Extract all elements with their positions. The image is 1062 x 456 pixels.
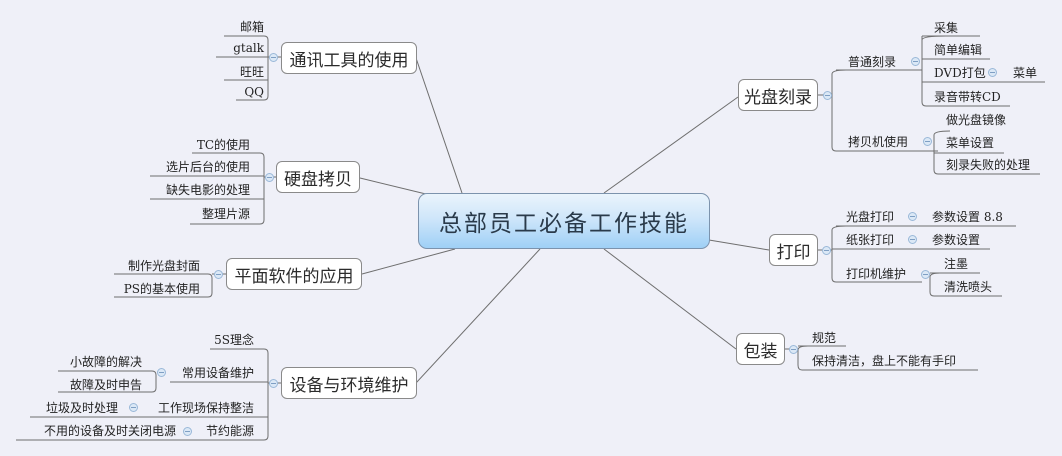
collapse-toggle-icon[interactable]: [214, 270, 223, 279]
collapse-toggle-icon[interactable]: [789, 345, 798, 354]
topic-label: 通讯工具的使用: [289, 50, 409, 71]
topic-communication-tools[interactable]: 通讯工具的使用: [281, 42, 417, 74]
collapse-toggle-icon[interactable]: [823, 91, 832, 100]
subtopic-missing-movie[interactable]: 缺失电影的处理: [165, 182, 250, 197]
topic-label: 光盘刻录: [744, 87, 812, 108]
subtopic-printer-maintenance[interactable]: 打印机维护: [846, 266, 907, 281]
root-topic[interactable]: 总部员工必备工作技能: [418, 193, 710, 249]
topic-disc-burning[interactable]: 光盘刻录: [738, 79, 818, 111]
collapse-toggle-icon[interactable]: [157, 368, 166, 377]
topic-label: 硬盘拷贝: [284, 169, 352, 190]
subtopic-disc-print[interactable]: 光盘打印: [846, 209, 895, 224]
subtopic-param-8-8[interactable]: 参数设置 8.8: [932, 209, 1003, 224]
subtopic-power-off[interactable]: 不用的设备及时关闭电源: [43, 423, 176, 438]
topic-printing[interactable]: 打印: [769, 234, 818, 266]
subtopic-burn-failure[interactable]: 刻录失败的处理: [946, 157, 1031, 172]
subtopic-minor-fault[interactable]: 小故障的解决: [69, 354, 142, 369]
topic-label: 平面软件的应用: [234, 266, 354, 287]
subtopic-gtalk[interactable]: gtalk: [233, 41, 264, 55]
topic-graphics-software[interactable]: 平面软件的应用: [226, 258, 362, 290]
subtopic-save-energy[interactable]: 节约能源: [205, 423, 254, 438]
subtopic-5s[interactable]: 5S理念: [214, 332, 254, 347]
subtopic-garbage[interactable]: 垃圾及时处理: [45, 400, 118, 415]
collapse-toggle-icon[interactable]: [921, 270, 930, 279]
subtopic-equipment-upkeep[interactable]: 常用设备维护: [181, 365, 254, 380]
subtopic-tape-to-cd[interactable]: 录音带转CD: [934, 89, 1001, 104]
subtopic-standard[interactable]: 规范: [812, 330, 837, 345]
subtopic-tc-usage[interactable]: TC的使用: [196, 137, 250, 152]
subtopic-dvd-pack[interactable]: DVD打包: [934, 65, 986, 80]
topic-label: 包装: [743, 341, 778, 362]
topic-label: 设备与环境维护: [289, 375, 409, 396]
topic-equipment-maintenance[interactable]: 设备与环境维护: [281, 367, 417, 399]
subtopic-clean-nozzle[interactable]: 清洗喷头: [944, 279, 993, 294]
subtopic-param-settings[interactable]: 参数设置: [932, 232, 981, 247]
collapse-toggle-icon[interactable]: [908, 235, 917, 244]
collapse-toggle-icon[interactable]: [988, 68, 997, 77]
topic-disk-copy[interactable]: 硬盘拷贝: [276, 161, 360, 193]
root-topic-label: 总部员工必备工作技能: [439, 211, 689, 237]
subtopic-menu-settings[interactable]: 菜单设置: [946, 135, 995, 150]
subtopic-fault-report[interactable]: 故障及时申告: [69, 377, 142, 392]
collapse-toggle-icon[interactable]: [265, 173, 274, 182]
subtopic-simple-edit[interactable]: 简单编辑: [934, 42, 983, 57]
collapse-toggle-icon[interactable]: [269, 53, 278, 62]
subtopic-workplace-clean[interactable]: 工作现场保持整洁: [157, 400, 254, 415]
subtopic-normal-burn[interactable]: 普通刻录: [848, 54, 897, 69]
subtopic-qq[interactable]: QQ: [244, 85, 264, 99]
subtopic-copier-usage[interactable]: 拷贝机使用: [848, 134, 909, 149]
collapse-toggle-icon[interactable]: [129, 403, 138, 412]
subtopic-ps-basics[interactable]: PS的基本使用: [123, 281, 200, 296]
collapse-toggle-icon[interactable]: [269, 379, 278, 388]
subtopic-capture[interactable]: 采集: [934, 20, 959, 35]
subtopic-disc-cover[interactable]: 制作光盘封面: [127, 258, 200, 273]
subtopic-organize-sources[interactable]: 整理片源: [201, 206, 250, 221]
subtopic-menu[interactable]: 菜单: [1013, 65, 1038, 80]
collapse-toggle-icon[interactable]: [183, 427, 192, 436]
collapse-toggle-icon[interactable]: [923, 137, 932, 146]
topic-label: 打印: [776, 242, 811, 263]
collapse-toggle-icon[interactable]: [911, 57, 920, 66]
subtopic-selection-backend[interactable]: 选片后台的使用: [165, 159, 250, 174]
collapse-toggle-icon[interactable]: [908, 212, 917, 221]
subtopic-keep-clean[interactable]: 保持清洁，盘上不能有手印: [812, 353, 957, 368]
subtopic-wangwang[interactable]: 旺旺: [239, 64, 264, 79]
subtopic-email[interactable]: 邮箱: [239, 19, 264, 34]
subtopic-ink-fill[interactable]: 注墨: [944, 256, 969, 271]
subtopic-disc-image[interactable]: 做光盘镜像: [946, 112, 1007, 127]
collapse-toggle-icon[interactable]: [822, 246, 831, 255]
topic-packaging[interactable]: 包装: [736, 333, 785, 365]
subtopic-paper-print[interactable]: 纸张打印: [846, 232, 895, 247]
